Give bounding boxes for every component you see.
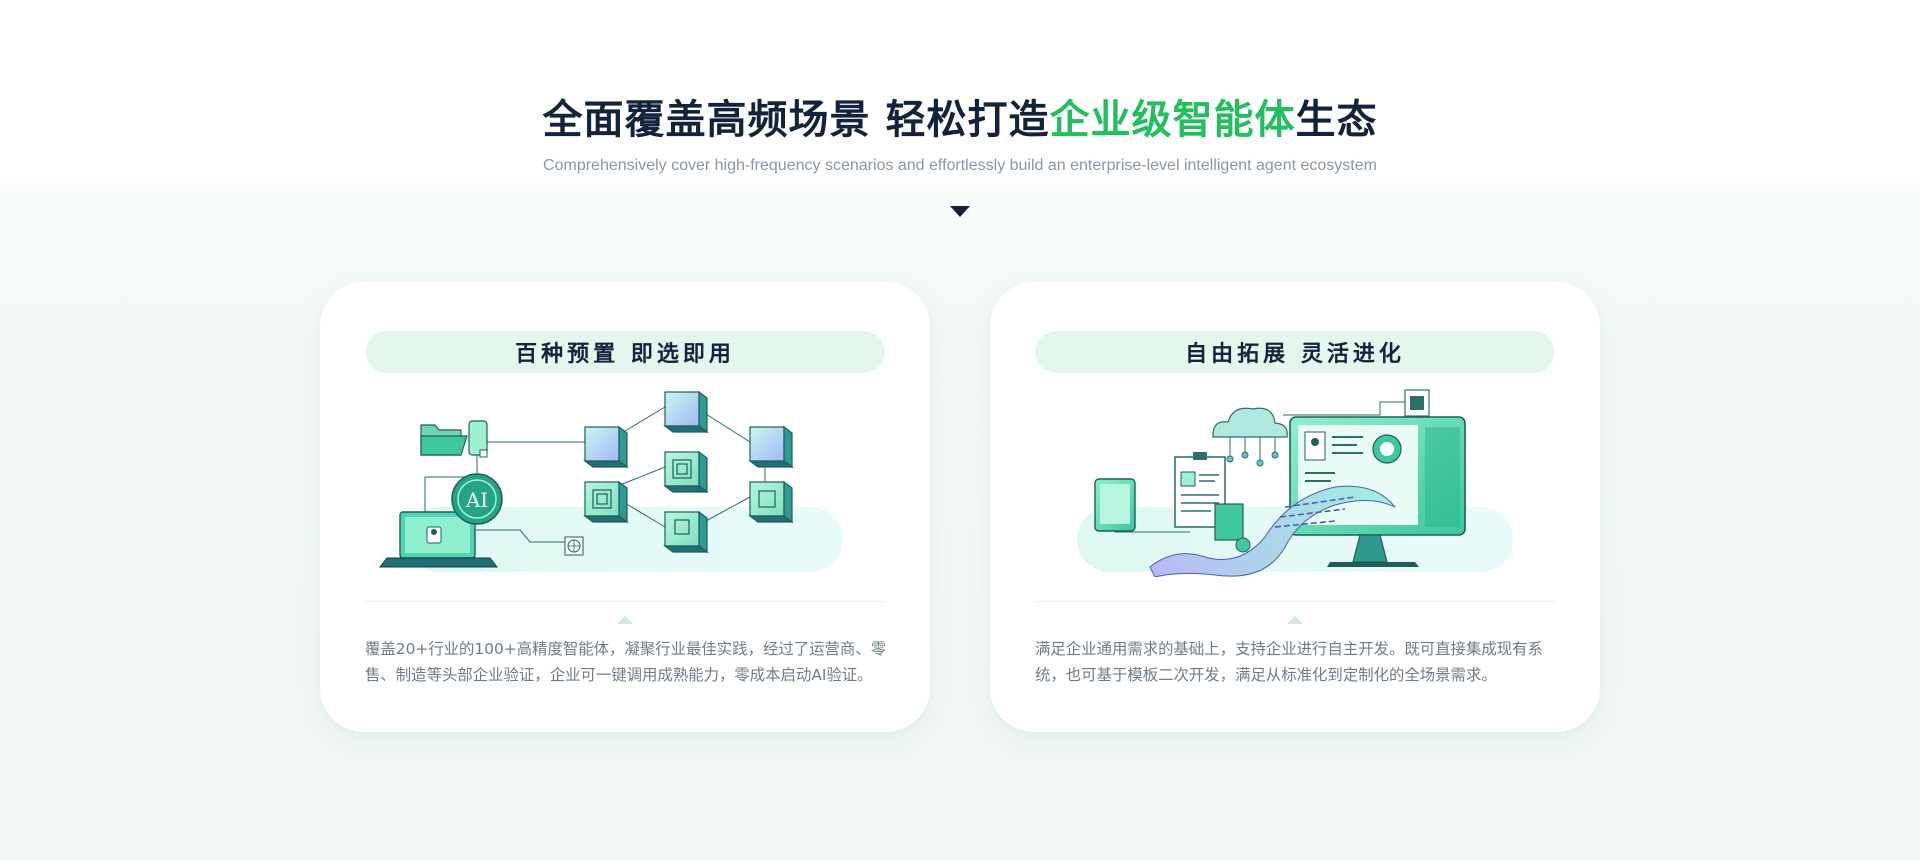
title-highlight: 企业级智能体 — [1049, 97, 1296, 143]
extension-illustration — [1077, 389, 1513, 577]
card-divider — [365, 601, 885, 602]
clipboard-icon — [1174, 452, 1244, 541]
folder-icon — [420, 424, 468, 456]
phone-icon — [468, 420, 488, 458]
card-description: 满足企业通用需求的基础上，支持企业进行自主开发。既可直接集成现有系统，也可基于模… — [1035, 640, 1543, 684]
down-arrow-icon — [950, 206, 970, 217]
ai-badge-icon: AI — [451, 473, 503, 525]
card-title-pill: 自由拓展 灵活进化 — [1035, 331, 1555, 373]
monitor-icon — [1289, 416, 1466, 567]
caret-up-icon — [617, 616, 633, 624]
caret-up-icon — [1287, 616, 1303, 624]
section-subtitle: Comprehensively cover high-frequency sce… — [543, 157, 1377, 174]
chip-icon — [583, 390, 794, 554]
card-title: 百种预置 即选即用 — [515, 342, 735, 367]
section-title: 全面覆盖高频场景 轻松打造企业级智能体生态 — [0, 92, 1920, 148]
document-icon — [1404, 389, 1430, 417]
card-title: 自由拓展 灵活进化 — [1185, 342, 1405, 367]
title-part2: 生态 — [1295, 97, 1378, 143]
feature-card-preset: 百种预置 即选即用 — [320, 282, 930, 732]
tablet-icon — [1094, 478, 1136, 532]
laptop-icon — [378, 511, 499, 568]
title-part1: 全面覆盖高频场景 轻松打造 — [542, 97, 1050, 143]
card-title-pill: 百种预置 即选即用 — [365, 331, 885, 373]
ai-badge-label: AI — [465, 488, 488, 512]
card-description: 覆盖20+行业的100+高精度智能体，凝聚行业最佳实践，经过了运营商、零售、制造… — [365, 640, 887, 684]
globe-icon — [564, 536, 584, 556]
card-divider — [1035, 601, 1555, 602]
base-platform — [407, 507, 843, 572]
cloud-icon — [1212, 407, 1288, 467]
feature-card-extend: 自由拓展 灵活进化 — [990, 282, 1600, 732]
data-ribbon — [1149, 485, 1396, 577]
preset-agents-illustration: AI — [378, 390, 843, 572]
